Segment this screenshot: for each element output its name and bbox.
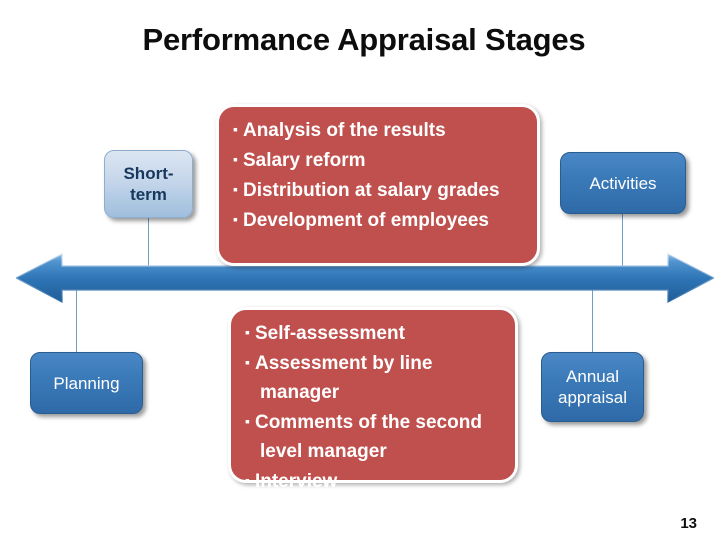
connector-short-term [148,218,149,268]
connector-annual-appraisal [592,288,593,354]
short-term-activities-callout: ▪Analysis of the results ▪Salary reform … [216,104,540,266]
node-planning: Planning [30,352,143,414]
double-headed-timeline-arrow [16,252,714,304]
connector-planning [76,288,77,354]
list-item: ▪Self-assessment [245,318,505,348]
node-annual-appraisal-label-line2: appraisal [558,388,627,407]
square-bullet-icon: ▪ [245,472,250,488]
node-annual-appraisal: Annual appraisal [541,352,644,422]
square-bullet-icon: ▪ [233,121,238,137]
node-short-term-label-line1: Short- [123,164,174,183]
node-activities-label: Activities [589,173,657,193]
list-item-label: Analysis of the results [242,120,446,141]
list-item-label: Interview [254,471,338,492]
page-number: 13 [680,515,697,532]
list-item-label: Development of employees [242,210,489,231]
list-item-label: Salary reform [242,150,366,171]
callout-list-bottom: ▪Self-assessment ▪Assessment by line man… [245,318,505,496]
list-item-label: Comments of the second level manager [254,412,482,462]
node-planning-label: Planning [53,373,120,393]
node-annual-appraisal-label-line1: Annual [566,367,619,386]
square-bullet-icon: ▪ [245,413,250,429]
list-item-label: Distribution at salary grades [242,180,500,201]
node-short-term-label: Short- term [123,163,173,205]
connector-activities [622,214,623,268]
callout-list-top: ▪Analysis of the results ▪Salary reform … [233,115,527,235]
square-bullet-icon: ▪ [245,354,250,370]
page-title: Performance Appraisal Stages [142,22,586,57]
list-item: ▪Analysis of the results [233,115,527,145]
square-bullet-icon: ▪ [245,324,250,340]
list-item-label: Assessment by line manager [254,353,433,403]
square-bullet-icon: ▪ [233,151,238,167]
node-short-term-label-line2: term [130,185,167,204]
square-bullet-icon: ▪ [233,211,238,227]
list-item: ▪Distribution at salary grades [233,175,527,205]
node-annual-appraisal-label: Annual appraisal [558,366,627,408]
square-bullet-icon: ▪ [233,181,238,197]
node-short-term: Short- term [104,150,193,218]
list-item: ▪Interview [245,466,505,496]
list-item: ▪Salary reform [233,145,527,175]
list-item: ▪Comments of the second level manager [245,407,505,466]
list-item: ▪Development of employees [233,205,527,235]
list-item-label: Self-assessment [254,323,405,344]
annual-appraisal-callout: ▪Self-assessment ▪Assessment by line man… [228,307,518,492]
list-item: ▪Assessment by line manager [245,348,505,407]
node-activities: Activities [560,152,686,214]
